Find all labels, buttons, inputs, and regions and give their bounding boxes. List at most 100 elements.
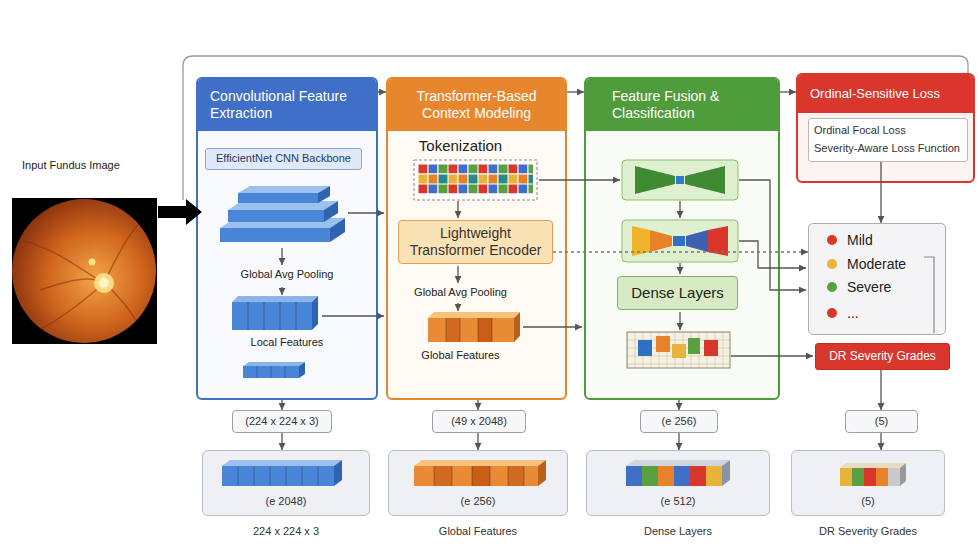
cnn-layer-stack [330, 218, 345, 242]
fused-feature-bar [672, 344, 686, 358]
fusion-glyph [622, 220, 738, 262]
output-tensors [524, 466, 525, 486]
flow-connector [880, 433, 881, 450]
output-tensors [490, 466, 491, 486]
output-tensors [452, 466, 453, 486]
local-feature-tensor [243, 362, 305, 366]
loss-panel: Ordinal-Sensitive LossOrdinal Focal Loss… [796, 73, 975, 183]
node-text: ... [847, 303, 927, 323]
flow-arrows [282, 180, 813, 356]
outer-frame-line [183, 56, 968, 200]
node-text: Moderate [847, 254, 927, 274]
node-text: Mild [847, 230, 927, 250]
fusion-glyph [622, 220, 738, 262]
token-grid [418, 164, 533, 194]
flow-arrows [523, 326, 582, 327]
flow-arrows [281, 287, 282, 295]
caption-label: Input Fundus Image [22, 158, 172, 174]
grade-dots [827, 308, 837, 318]
global-feature-tensor [428, 312, 520, 342]
caption-label: Dense Layers [586, 524, 770, 540]
shape-box: (e 256) [640, 410, 718, 433]
output-tensors [222, 460, 906, 486]
fundus-photo [12, 198, 157, 344]
node-text: (e 2048) [203, 493, 369, 511]
node-text: Severity-Aware Loss Function [809, 140, 967, 158]
token-grid [414, 160, 537, 200]
encoder-box: Lightweight Transformer Encoder [398, 220, 553, 264]
fused-feature-bar [688, 338, 700, 354]
flow-arrows [679, 263, 680, 274]
backbone-box: EfficientNet CNN Backbone [205, 148, 362, 170]
output-tensors [472, 466, 473, 486]
tensor-box: (e 512) [586, 450, 770, 516]
output-tensors [508, 466, 509, 486]
cnn-layer-stack [228, 201, 338, 210]
tensor-box: (e 2048) [202, 450, 370, 516]
output-tensors [538, 460, 546, 486]
cnn-layer-stack [238, 193, 318, 203]
fundus-photo [89, 259, 96, 266]
flow-arrows [457, 266, 458, 283]
global-feature-tensor [460, 318, 461, 342]
fused-feature-bar [627, 332, 730, 368]
output-tensors [270, 466, 271, 486]
flow-connector [378, 91, 386, 92]
panel-heading: Ordinal-Sensitive Loss [798, 75, 973, 113]
output-tensors [840, 468, 852, 486]
encoder-decoder-glyph [676, 176, 684, 184]
node-text: Tokenization [388, 136, 533, 156]
output-tensors [254, 466, 255, 486]
output-tensors [658, 466, 674, 486]
output-tensors [222, 460, 342, 466]
output-tensors [334, 460, 342, 486]
node-text: DR Severity Grades [816, 344, 949, 369]
fundus-photo [20, 212, 150, 340]
cnn-layer-stack [324, 201, 338, 222]
grade-dots [827, 282, 837, 292]
fusion-glyph [708, 226, 728, 256]
fundus-photo [30, 283, 104, 335]
output-tensors [876, 468, 888, 486]
node-text: Global Avg Pooling [198, 267, 376, 283]
panel-heading: Feature Fusion & Classification [586, 79, 778, 131]
grade-dots [827, 235, 934, 333]
local-feature-tensor [280, 302, 281, 330]
local-feature-tensor [232, 302, 312, 330]
flow-arrows [322, 315, 384, 316]
output-tensors [238, 466, 239, 486]
flow-arrows [679, 312, 680, 330]
node-text: EfficientNet CNN Backbone [206, 149, 361, 169]
panel-heading: Convolutional Feature Extraction [198, 79, 376, 131]
caption-label: DR Severity Grades [791, 524, 945, 540]
flow-connector [678, 400, 679, 410]
output-tensors [414, 466, 538, 486]
flow-connector [567, 91, 584, 92]
flow-arrows [539, 179, 620, 180]
cnn-layer-stack [318, 186, 330, 203]
fused-feature-bar [638, 340, 652, 356]
flow-arrows [679, 201, 680, 218]
local-feature-tensor [299, 362, 305, 378]
fundus-photo [40, 279, 104, 290]
local-feature-tensor [285, 366, 286, 378]
output-tensors [900, 463, 906, 486]
node-text: (e 256) [389, 493, 567, 511]
grade-list: MildModerateSevere... [808, 223, 946, 335]
output-tensors [318, 466, 319, 486]
loss-box: Ordinal Focal LossSeverity-Aware Loss Fu… [808, 118, 968, 162]
flow-connector [477, 400, 478, 410]
node-text: (e 512) [587, 493, 769, 511]
cnn-layer-stack [238, 186, 330, 193]
cnn-layer-stack [228, 210, 324, 222]
output-tensors [722, 460, 730, 486]
node-text: Global Features [388, 348, 533, 364]
output-tensors [690, 466, 706, 486]
global-feature-tensor [514, 312, 520, 342]
fused-feature-bar [656, 336, 670, 352]
caption-label: 224 x 224 x 3 [202, 524, 370, 540]
local-feature-tensor [232, 296, 318, 302]
global-feature-tensor [492, 318, 493, 342]
grade-dots [827, 235, 837, 245]
cnn-layer-stack [220, 186, 345, 242]
